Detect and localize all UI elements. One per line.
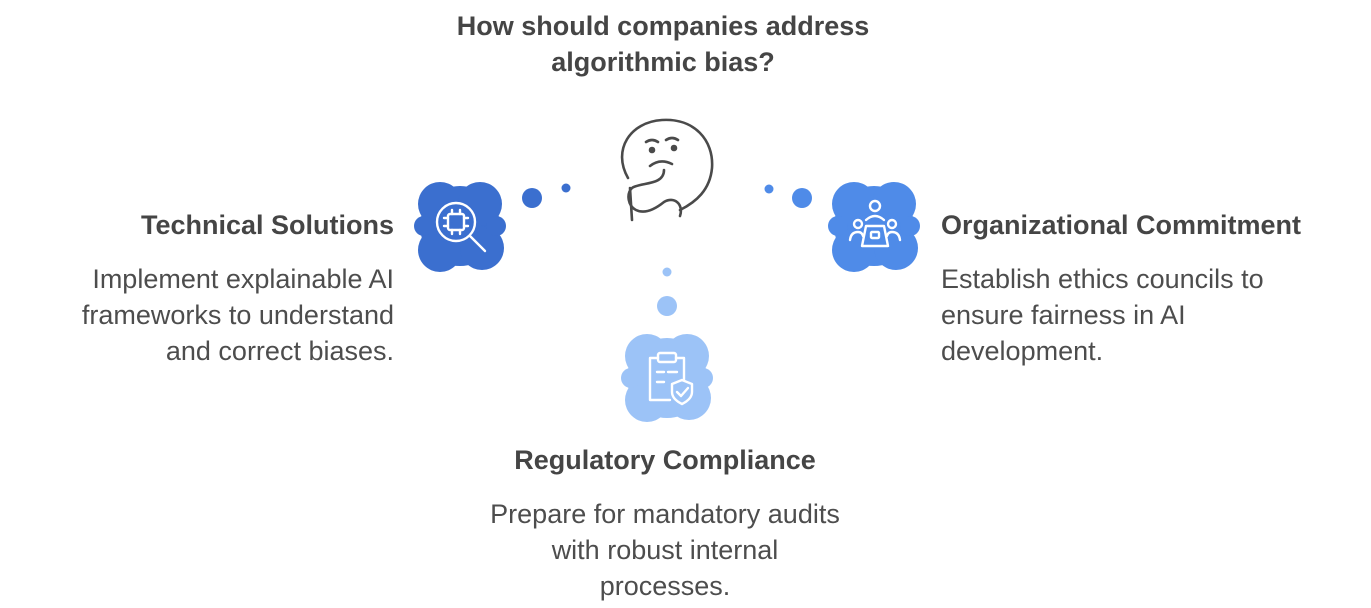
connector-dot	[662, 267, 672, 277]
description-line: Prepare for mandatory audits	[490, 499, 840, 529]
meeting-table-icon	[848, 199, 902, 248]
regulatory-compliance-description: Prepare for mandatory audits with robust…	[415, 496, 915, 604]
organizational-commitment-description: Establish ethics councils to ensure fair…	[941, 261, 1361, 369]
description-line: Establish ethics councils to	[941, 264, 1264, 294]
chip-magnifier-icon	[435, 201, 487, 253]
title-line: How should companies address	[456, 11, 870, 41]
connector-dot	[561, 183, 571, 193]
description-line: with robust internal	[551, 535, 779, 565]
connector-dot	[657, 296, 677, 316]
connector-dot	[522, 188, 542, 208]
description-line: development.	[941, 336, 1104, 366]
technical-solutions-heading: Technical Solutions	[140, 210, 394, 240]
organizational-commitment-badge	[828, 182, 920, 272]
title-line: algorithmic bias?	[551, 47, 775, 77]
diagram-title: How should companies address algorithmic…	[413, 8, 913, 80]
connector-dot	[764, 184, 774, 194]
description-line: and correct biases.	[165, 336, 394, 366]
connector-dots	[522, 183, 812, 316]
description-line: Implement explainable AI	[92, 264, 394, 294]
technical-solutions-description: Implement explainable AI frameworks to u…	[0, 261, 394, 369]
regulatory-compliance-heading: Regulatory Compliance	[514, 445, 816, 475]
connector-dot	[792, 188, 812, 208]
organizational-commitment-heading: Organizational Commitment	[941, 210, 1302, 240]
technical-solutions-badge	[414, 182, 506, 272]
description-line: processes.	[599, 571, 731, 601]
clipboard-check-icon	[648, 351, 694, 406]
description-line: ensure fairness in AI	[941, 300, 1186, 330]
regulatory-compliance-badge	[621, 334, 713, 422]
description-line: frameworks to understand	[81, 300, 394, 330]
thinking-face-icon	[620, 118, 714, 222]
